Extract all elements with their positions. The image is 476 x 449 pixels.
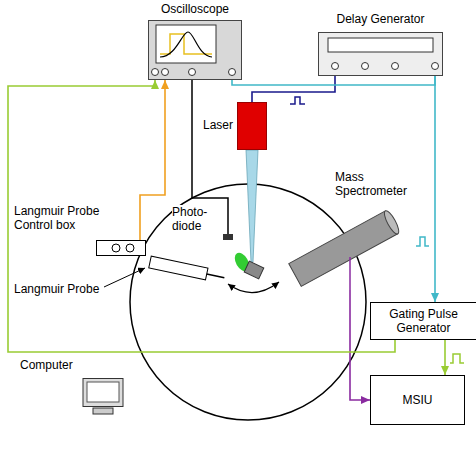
label-holder: Laser: [197, 118, 233, 132]
laser-beam: [246, 150, 258, 262]
computer: Computer: [75, 378, 130, 416]
signal-connector: [444, 340, 446, 375]
signal-connector: [350, 290, 370, 400]
part-label: Photo- diode: [172, 205, 216, 233]
label-holder: Langmuir Probe Control box: [14, 204, 114, 232]
signal-connector: [434, 76, 436, 302]
target: [244, 261, 264, 279]
box-text: Gating Pulse Generator: [371, 307, 476, 335]
label-holder: Oscilloscope: [140, 2, 250, 16]
rotation-arrow: [228, 282, 279, 293]
leader-line: [104, 268, 145, 287]
node-label: Computer: [20, 358, 73, 372]
signal-connector: [140, 80, 165, 240]
mass-spectrometer-shape: [285, 205, 405, 290]
signal-connector: [252, 76, 335, 102]
signal-connector: [8, 80, 395, 352]
oscilloscope: Oscilloscope: [148, 20, 242, 80]
langmuir-probe: [149, 256, 226, 284]
box-text: MSIU: [403, 393, 433, 407]
vacuum-chamber: [130, 184, 366, 420]
oscilloscope-shape: [148, 20, 242, 80]
process-box: MSIU: [370, 375, 465, 425]
probe-control-box-shape: [96, 240, 146, 256]
pulse-symbol: [290, 97, 305, 104]
delay-generator: Delay Generator: [318, 32, 443, 76]
delay-generator-shape: [318, 32, 443, 76]
part-label-holder: Langmuir Probe: [14, 282, 109, 296]
label-holder: Computer: [20, 358, 100, 372]
pulse-symbol: [450, 354, 464, 363]
laser-shape: [237, 102, 267, 150]
photodiode: [223, 234, 233, 240]
node-label: Oscilloscope: [161, 2, 229, 16]
process-box: Gating Pulse Generator: [370, 302, 476, 340]
part-label-holder: Photo- diode: [172, 205, 216, 233]
label-holder: Delay Generator: [318, 12, 443, 26]
mass-spectrometer: Mass Spectrometer: [285, 205, 405, 290]
node-label: Mass Spectrometer: [335, 170, 415, 198]
computer-shape: [75, 378, 130, 416]
node-label: Langmuir Probe Control box: [14, 204, 114, 232]
laser: Laser: [237, 102, 267, 150]
signal-connector: [232, 76, 435, 85]
pulse-symbol: [416, 237, 429, 246]
label-holder: Mass Spectrometer: [335, 170, 415, 198]
node-label: Laser: [203, 118, 233, 132]
part-label: Langmuir Probe: [14, 282, 99, 296]
node-label: Delay Generator: [336, 12, 424, 26]
probe-control-box: Langmuir Probe Control box: [96, 240, 146, 256]
